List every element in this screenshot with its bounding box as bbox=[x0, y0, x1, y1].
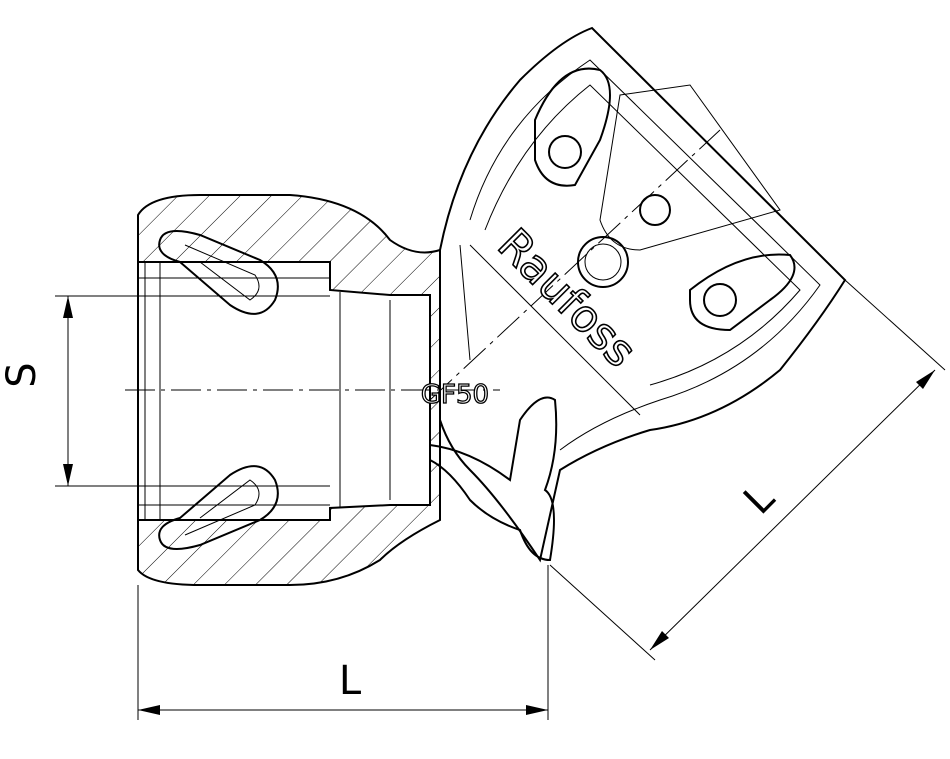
part-marking: GF50 bbox=[421, 380, 489, 410]
dimension-l-label: L bbox=[339, 658, 362, 704]
dimension-l-diagonal-label: L bbox=[735, 475, 784, 524]
dimension-s-label: S bbox=[0, 362, 45, 387]
brand-logo: Raufoss bbox=[488, 219, 646, 377]
branch-center-line bbox=[429, 129, 721, 401]
dimension-s bbox=[55, 295, 330, 487]
dimension-l-diagonal bbox=[549, 279, 946, 661]
dimension-l-horizontal bbox=[137, 565, 549, 720]
branch-body bbox=[429, 26, 847, 563]
